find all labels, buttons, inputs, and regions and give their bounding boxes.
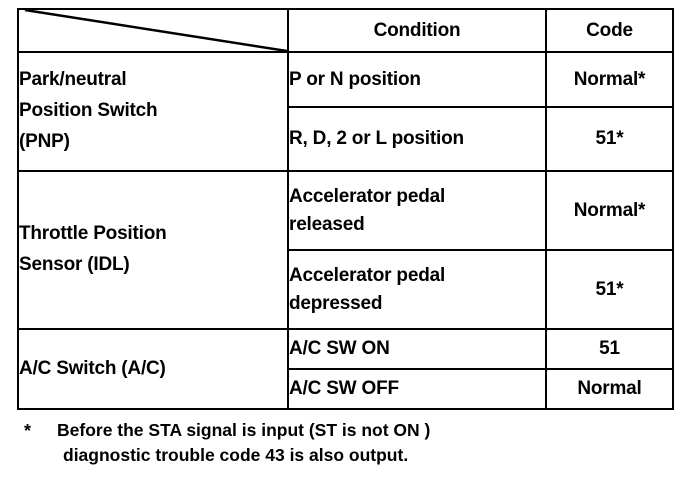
footnote: * Before the STA signal is input (ST is … <box>17 418 667 469</box>
table-header-row: Condition Code <box>17 8 674 53</box>
condition-cell: A/C SW OFF <box>287 368 547 410</box>
table-row: R, D, 2 or L position 51* <box>18 106 674 172</box>
code-cell: Normal* <box>545 51 674 108</box>
condition-line: depressed <box>289 292 383 314</box>
condition-line: R, D, 2 or L position <box>289 128 464 150</box>
subject-line: A/C Switch (A/C) <box>19 357 166 379</box>
subject-line: (PNP) <box>19 130 70 152</box>
footnote-text: Before the STA signal is input (ST is no… <box>57 418 667 469</box>
table-row: A/C SW OFF Normal <box>18 368 674 410</box>
condition-line: Accelerator pedal <box>289 185 446 207</box>
table-row: A/C Switch (A/C) A/C SW ON 51 <box>17 328 674 410</box>
condition-line: A/C SW OFF <box>289 378 399 400</box>
diagonal-divider-icon <box>24 11 286 50</box>
code-cell: 51* <box>545 106 674 172</box>
code-cell: 51 <box>545 328 674 370</box>
condition-line: A/C SW ON <box>289 338 390 360</box>
condition-cell: R, D, 2 or L position <box>287 106 547 172</box>
condition-line: released <box>289 213 365 235</box>
header-condition: Condition <box>287 8 547 53</box>
footnote-line-2: diagnostic trouble code 43 is also outpu… <box>63 445 409 466</box>
table-row: Accelerator pedal depressed 51* <box>18 249 674 330</box>
subject-line: Position Switch <box>19 100 158 122</box>
condition-cell: Accelerator pedal released <box>287 170 547 251</box>
header-blank-cell <box>17 8 289 53</box>
subject-line: Throttle Position <box>19 223 167 245</box>
code-cell: 51* <box>545 249 674 330</box>
condition-cell: Accelerator pedal depressed <box>287 249 547 330</box>
subject-ac-switch: A/C Switch (A/C) <box>17 328 289 410</box>
header-code: Code <box>545 8 674 53</box>
condition-cell: P or N position <box>287 51 547 108</box>
code-cell: Normal* <box>545 170 674 251</box>
diagnostic-table: Condition Code Park/neutral Position Swi… <box>17 8 674 410</box>
subject-line: Sensor (IDL) <box>19 254 130 275</box>
condition-cell: A/C SW ON <box>287 328 547 370</box>
table-row: Park/neutral Position Switch (PNP) P or … <box>17 51 674 172</box>
condition-line: Accelerator pedal <box>289 264 446 286</box>
table-row: Throttle Position Sensor (IDL) Accelerat… <box>17 170 674 330</box>
subject-line: Park/neutral <box>19 69 127 91</box>
condition-line: P or N position <box>289 68 421 90</box>
footnote-row: * Before the STA signal is input (ST is … <box>17 418 667 469</box>
footnote-marker: * <box>24 421 32 441</box>
subject-park-neutral-position-switch: Park/neutral Position Switch (PNP) <box>17 51 289 172</box>
footnote-line-1: Before the STA signal is input (ST is no… <box>57 420 431 440</box>
code-cell: Normal <box>545 368 674 410</box>
subject-throttle-position-sensor: Throttle Position Sensor (IDL) <box>17 170 289 330</box>
